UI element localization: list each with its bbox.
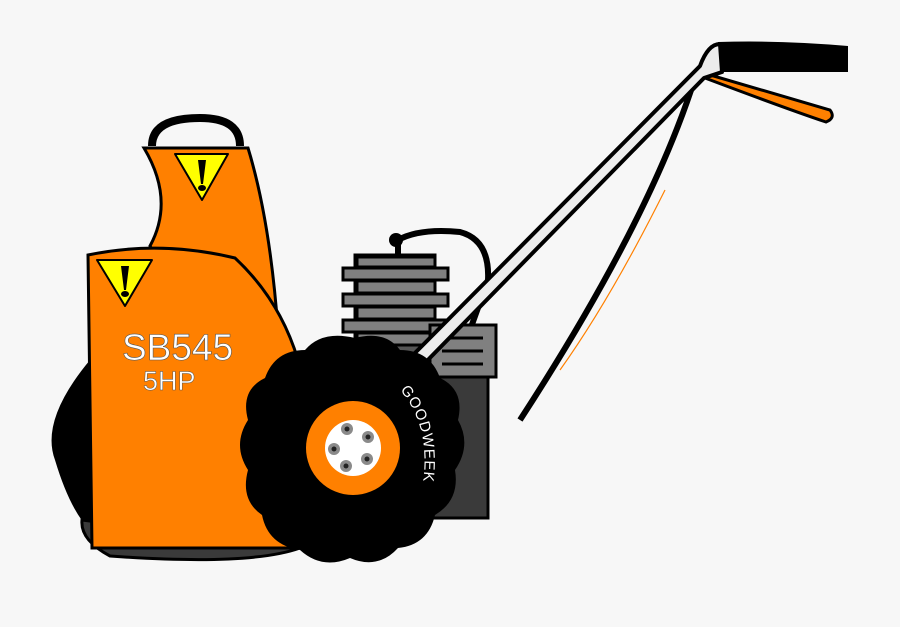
- handle-bar: [408, 42, 724, 370]
- horsepower-label: 5HP: [143, 366, 196, 396]
- control-cable: [517, 77, 698, 422]
- model-label: SB545: [122, 327, 233, 368]
- wheel-bolts: [328, 423, 374, 472]
- warning-triangle-icon: [174, 153, 229, 201]
- wheel: GOODWEEK: [240, 335, 465, 563]
- main-body: SB545 5HP: [86, 246, 302, 550]
- handle-grip: [695, 41, 848, 124]
- warning-triangle-icon: [96, 259, 153, 307]
